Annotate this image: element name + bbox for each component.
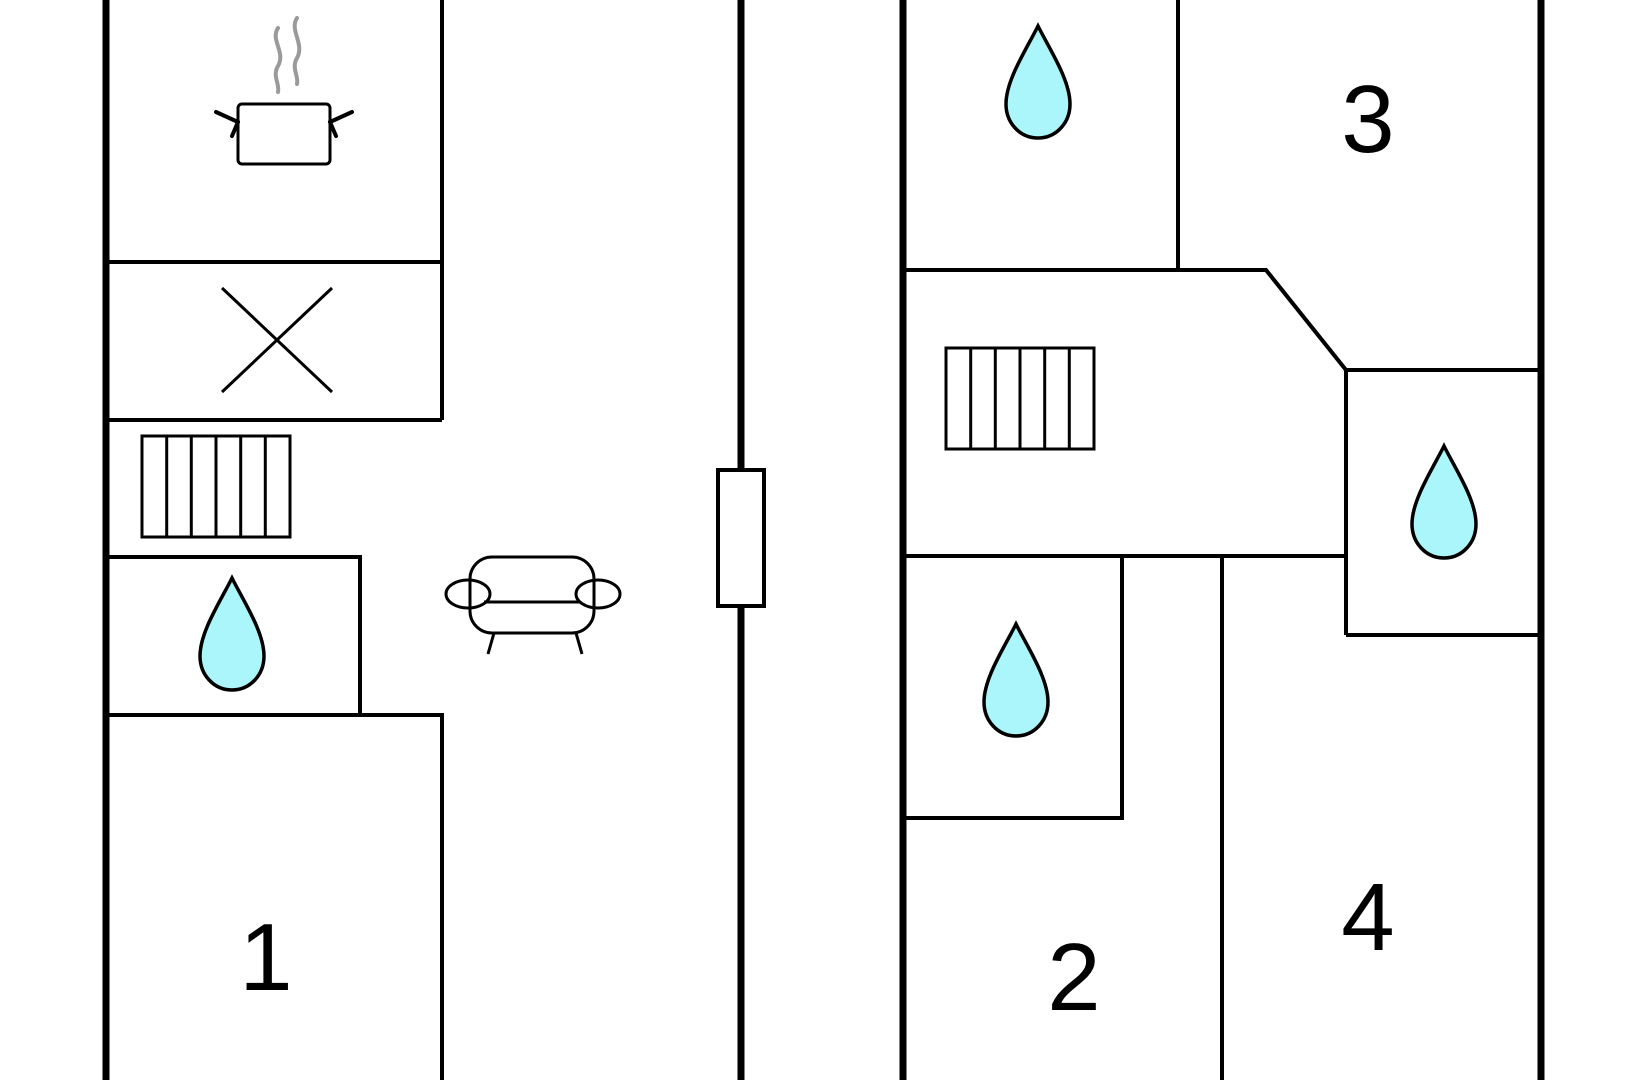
room-2-label: 2 [1047, 924, 1100, 1031]
room-3-label: 3 [1341, 66, 1394, 173]
water-drop-icon [198, 574, 266, 692]
right-building-walls [903, 0, 1541, 1080]
room-4-label: 4 [1341, 864, 1394, 971]
room-1-walls [106, 713, 444, 1080]
water-drop-icon [1004, 22, 1072, 140]
door-icon [716, 468, 766, 608]
left-building-walls [106, 0, 444, 1080]
sofa-icon [444, 555, 622, 655]
water-drop-icon [982, 620, 1050, 738]
water-drop-icon [1410, 442, 1478, 560]
outer-walls [102, 0, 1545, 1080]
kitchen-pot-icon [214, 16, 354, 166]
radiator-icon [944, 346, 1096, 451]
radiator-icon [140, 434, 292, 539]
water-drop-icon [198, 22, 1478, 738]
cross-icon [220, 286, 334, 394]
room-1-label: 1 [239, 904, 292, 1011]
hall-top-wall [903, 268, 1541, 372]
bath-left-walls [106, 555, 362, 715]
bath-lower-walls [903, 556, 1124, 820]
